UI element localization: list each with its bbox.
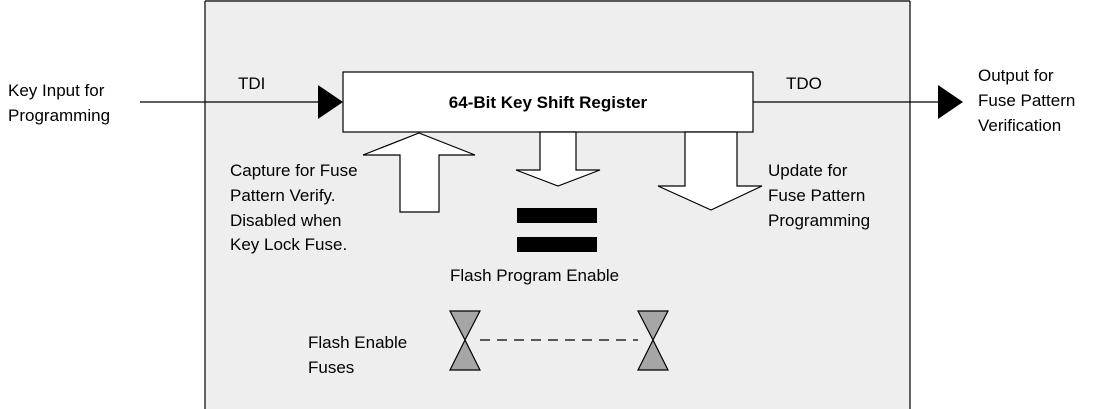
fuse-right-icon [637, 310, 669, 371]
input-label: Key Input for Programming [8, 81, 110, 125]
tdo-arrowhead [938, 85, 963, 119]
panel-background [205, 0, 910, 409]
capture-arrow [362, 132, 476, 213]
update-label: Update for Fuse Pattern Programming [768, 161, 870, 230]
flash-enable-fuses-label: Flash Enable Fuses [308, 333, 412, 377]
tdi-label: TDI [238, 74, 265, 93]
program-arrow [515, 131, 601, 187]
output-label: Output for Fuse Pattern Verification [978, 66, 1080, 135]
tdi-arrowhead [318, 85, 343, 119]
update-arrow [657, 131, 763, 211]
flash-program-enable-label: Flash Program Enable [450, 266, 619, 285]
flash-program-enable-bar-top [517, 208, 597, 223]
shift-register-label: 64-Bit Key Shift Register [449, 93, 648, 112]
capture-label: Capture for Fuse Pattern Verify. Disable… [230, 161, 362, 254]
flash-program-enable-bar-bottom [517, 237, 597, 252]
tdo-label: TDO [786, 74, 822, 93]
fuse-left-icon [449, 310, 481, 371]
shift-register-box [342, 71, 754, 133]
